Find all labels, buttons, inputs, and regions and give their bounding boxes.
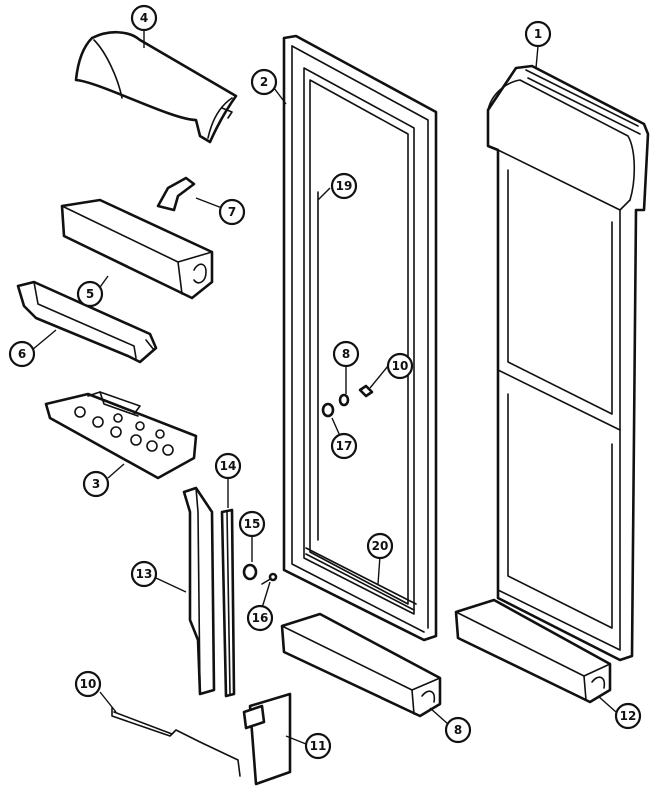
svg-text:8: 8 bbox=[454, 723, 462, 737]
svg-text:10: 10 bbox=[80, 677, 97, 691]
part-door-bin-right bbox=[454, 598, 612, 704]
callout-12: 12 bbox=[614, 702, 642, 730]
callout-6: 6 bbox=[8, 340, 36, 368]
callout-13: 13 bbox=[130, 560, 158, 588]
svg-text:19: 19 bbox=[336, 179, 353, 193]
callout-11: 11 bbox=[304, 732, 332, 760]
part-breaker-strip bbox=[220, 508, 236, 698]
callout-17: 17 bbox=[330, 432, 358, 460]
part-door-gasket bbox=[282, 34, 438, 642]
part-switch-panel bbox=[242, 692, 292, 786]
part-screw bbox=[261, 572, 278, 585]
callout-20: 20 bbox=[366, 532, 394, 560]
callout-2: 2 bbox=[250, 68, 278, 96]
part-clip bbox=[156, 176, 196, 212]
callout-16: 16 bbox=[246, 604, 274, 632]
part-wire-harness bbox=[111, 707, 241, 777]
callout-4: 4 bbox=[130, 4, 158, 32]
callout-10-door: 10 bbox=[386, 352, 414, 380]
callout-5: 5 bbox=[76, 280, 104, 308]
part-egg-tray bbox=[44, 391, 198, 480]
svg-text:20: 20 bbox=[372, 539, 389, 553]
svg-text:16: 16 bbox=[252, 611, 269, 625]
svg-text:5: 5 bbox=[86, 287, 94, 301]
callout-3: 3 bbox=[82, 470, 110, 498]
callout-7: 7 bbox=[218, 198, 246, 226]
svg-text:8: 8 bbox=[342, 347, 350, 361]
svg-text:12: 12 bbox=[620, 709, 637, 723]
part-dairy-door bbox=[74, 30, 238, 144]
svg-text:6: 6 bbox=[18, 347, 26, 361]
part-washer bbox=[338, 393, 350, 407]
part-bottom-seal bbox=[305, 547, 417, 611]
svg-text:7: 7 bbox=[228, 205, 236, 219]
callout-8: 8 bbox=[332, 340, 360, 368]
svg-text:17: 17 bbox=[336, 439, 353, 453]
svg-text:1: 1 bbox=[534, 27, 542, 41]
svg-text:15: 15 bbox=[244, 517, 261, 531]
part-door-rail bbox=[16, 280, 158, 364]
svg-text:4: 4 bbox=[140, 11, 148, 25]
callout-1: 1 bbox=[524, 20, 552, 48]
part-cap bbox=[242, 563, 258, 581]
svg-text:13: 13 bbox=[136, 567, 153, 581]
callout-19: 19 bbox=[330, 172, 358, 200]
callout-15: 15 bbox=[238, 510, 266, 538]
part-door-bin-upper bbox=[60, 198, 214, 300]
svg-text:3: 3 bbox=[92, 477, 100, 491]
svg-text:11: 11 bbox=[310, 739, 327, 753]
part-door-bin-lower bbox=[280, 612, 442, 718]
callout-10-harness: 10 bbox=[74, 670, 102, 698]
part-door-trim bbox=[182, 486, 216, 696]
part-bolt bbox=[358, 384, 374, 398]
leader-lines bbox=[31, 30, 617, 745]
callout-9: 8 bbox=[444, 716, 472, 744]
part-plug bbox=[321, 402, 335, 418]
callout-14: 14 bbox=[214, 452, 242, 480]
svg-text:2: 2 bbox=[260, 75, 268, 89]
svg-text:10: 10 bbox=[392, 359, 409, 373]
part-door-liner bbox=[486, 64, 650, 662]
svg-text:14: 14 bbox=[220, 459, 237, 473]
